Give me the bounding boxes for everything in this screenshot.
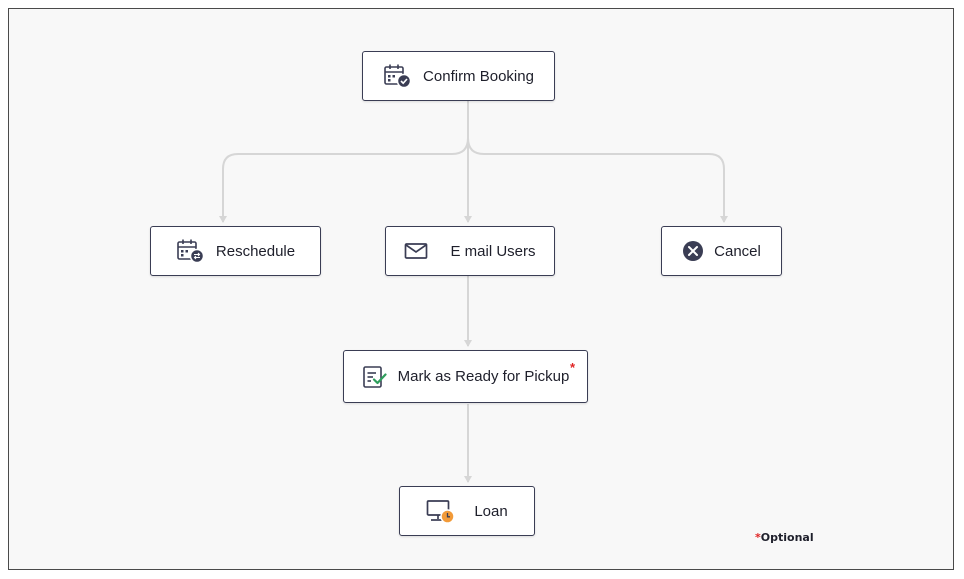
legend-text: Optional xyxy=(760,531,814,544)
optional-marker: * xyxy=(570,360,576,375)
node-label: E mail Users xyxy=(450,242,536,260)
calendar-check-icon xyxy=(383,63,413,89)
legend-marker: * xyxy=(755,531,761,544)
optional-legend: *Optional xyxy=(755,531,814,544)
calendar-swap-icon xyxy=(176,238,206,264)
cancel-circle-icon xyxy=(682,240,704,262)
node-mark-ready-for-pickup: Mark as Ready for Pickup * xyxy=(343,350,588,403)
node-reschedule: Reschedule xyxy=(150,226,321,276)
node-label: Confirm Booking xyxy=(423,67,534,85)
node-label: Loan xyxy=(474,502,508,520)
monitor-clock-icon xyxy=(426,498,456,524)
connector-confirm-to-reschedule xyxy=(219,137,469,223)
node-label: Mark as Ready for Pickup xyxy=(397,368,570,385)
node-label: Cancel xyxy=(714,242,761,260)
node-loan: Loan xyxy=(399,486,535,536)
node-email-users: E mail Users xyxy=(385,226,555,276)
node-cancel: Cancel xyxy=(661,226,782,276)
connector-confirm-to-cancel xyxy=(467,137,728,223)
node-label: Reschedule xyxy=(215,242,296,260)
diagram-frame xyxy=(8,8,954,570)
checklist-icon xyxy=(362,365,388,389)
node-confirm-booking: Confirm Booking xyxy=(362,51,555,101)
envelope-icon xyxy=(404,242,428,260)
